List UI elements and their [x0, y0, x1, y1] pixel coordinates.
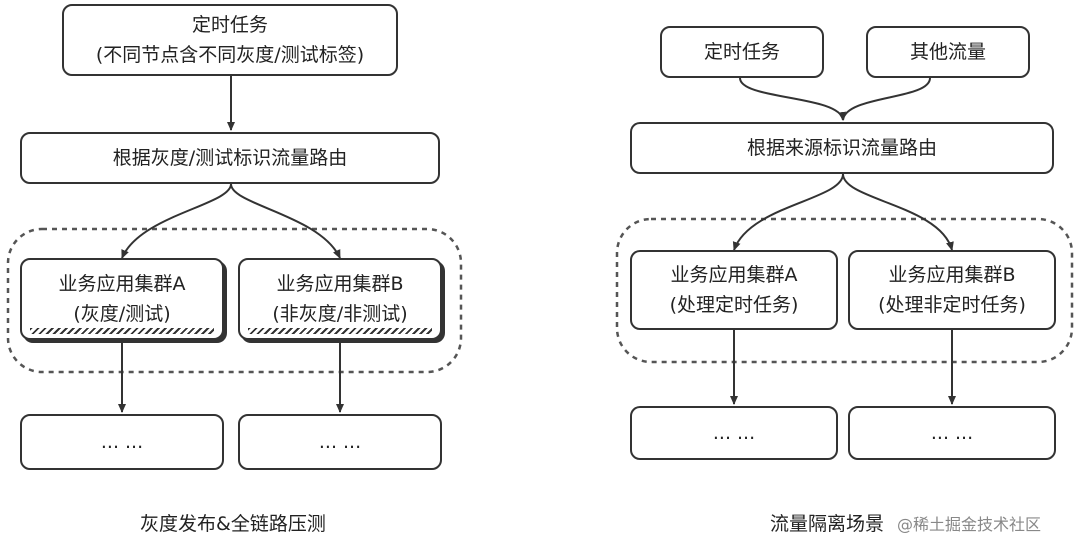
left-cluster-a-line2: (灰度/测试): [73, 303, 171, 325]
right-cluster-a-box: 业务应用集群A (处理定时任务): [630, 250, 838, 330]
right-router-to-cluster-b-arrow: [842, 173, 954, 251]
right-cluster-b-line1: 业务应用集群B: [888, 263, 1016, 286]
right-router-to-cluster-a-arrow: [732, 173, 844, 251]
right-source-b-box: 其他流量: [866, 26, 1030, 78]
left-cluster-b-line1: 业务应用集群B: [276, 272, 404, 295]
right-source-a-box: 定时任务: [660, 26, 824, 78]
left-caption: 灰度发布&全链路压测: [140, 513, 326, 535]
left-router-box: 根据灰度/测试标识流量路由: [20, 132, 440, 184]
right-source-b-to-router-arrow: [842, 77, 931, 121]
right-cluster-a-line1: 业务应用集群A: [670, 263, 798, 286]
right-downstream-a-box: ... ...: [630, 406, 838, 460]
left-downstream-a-box: ... ...: [20, 414, 224, 470]
right-router-box-label: 根据来源标识流量路由: [746, 136, 937, 159]
right-source-a-label: 定时任务: [703, 40, 780, 63]
left-downstream-b-box: ... ...: [238, 414, 442, 470]
right-cluster-b-box: 业务应用集群B (处理非定时任务): [848, 250, 1056, 330]
right-router-box: 根据来源标识流量路由: [630, 122, 1054, 174]
left-router-box-label: 根据灰度/测试标识流量路由: [112, 146, 348, 169]
right-downstream-b-label: ... ...: [930, 421, 974, 444]
left-cluster-a-line1: 业务应用集群A: [58, 272, 186, 295]
right-cluster-b-line2: (处理非定时任务): [878, 294, 1026, 316]
right-downstream-a-label: ... ...: [712, 421, 756, 444]
left-top-box-line2: (不同节点含不同灰度/测试标签): [95, 44, 365, 66]
left-downstream-b-label: ... ...: [318, 430, 362, 453]
left-cluster-b-box: 业务应用集群B (非灰度/非测试): [238, 258, 442, 340]
left-cluster-a-box: 业务应用集群A (灰度/测试): [20, 258, 224, 340]
right-source-a-to-router-arrow: [739, 77, 846, 121]
left-router-to-cluster-b-arrow: [230, 183, 341, 259]
right-source-b-label: 其他流量: [909, 40, 986, 63]
left-downstream-a-label: ... ...: [100, 430, 144, 453]
left-cluster-b-line2: (非灰度/非测试): [272, 303, 408, 325]
left-top-box: 定时任务 (不同节点含不同灰度/测试标签): [62, 4, 398, 76]
right-caption: 流量隔离场景: [770, 513, 885, 535]
left-router-to-cluster-a-arrow: [121, 183, 232, 259]
left-cluster-group: [6, 227, 463, 374]
right-cluster-group: [615, 217, 1074, 364]
right-downstream-b-box: ... ...: [848, 406, 1056, 460]
right-cluster-a-line2: (处理定时任务): [669, 294, 799, 316]
left-top-box-line1: 定时任务: [191, 13, 268, 36]
watermark-text: @稀土掘金技术社区: [897, 515, 1042, 534]
